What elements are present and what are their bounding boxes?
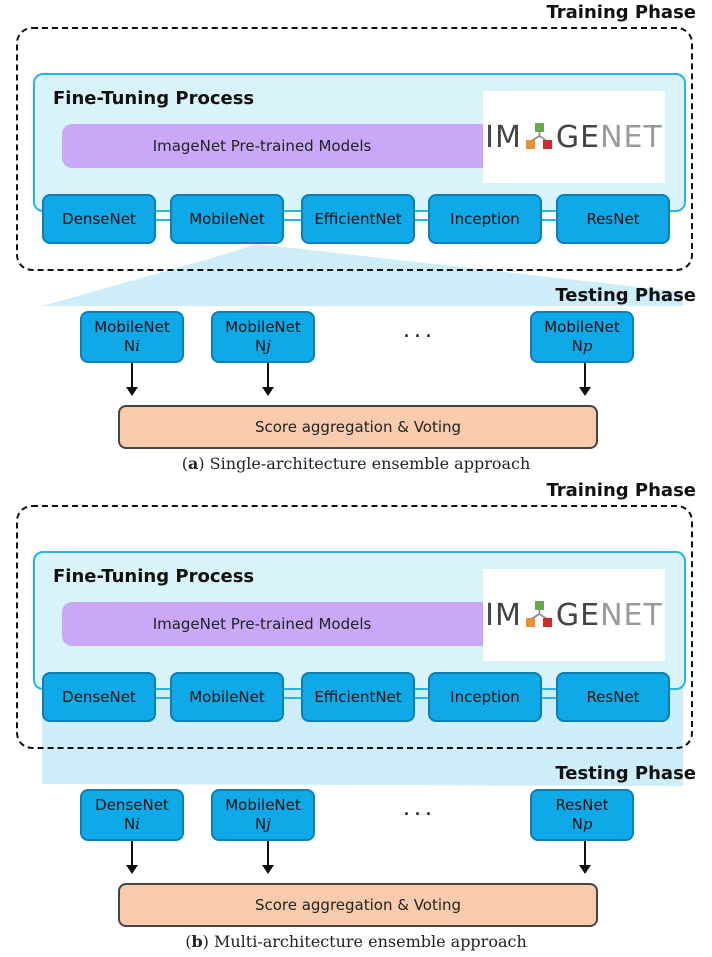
imagenet-logo: IM GE NET bbox=[483, 91, 665, 183]
testing-model-name: MobileNet bbox=[225, 318, 301, 336]
caption-letter: a bbox=[187, 454, 199, 473]
fine-tuning-title: Fine-Tuning Process bbox=[53, 88, 255, 109]
testing-model-name: MobileNet bbox=[544, 318, 620, 336]
testing-model-prefix: N bbox=[123, 337, 136, 355]
testing-model-index: i bbox=[135, 337, 141, 355]
testing-model-index: p bbox=[582, 815, 593, 833]
model-box-densenet: DenseNet bbox=[42, 672, 156, 722]
testing-model-prefix: N bbox=[123, 815, 136, 833]
caption-text: ) Multi-architecture ensemble approach bbox=[202, 932, 527, 951]
testing-model-name: MobileNet bbox=[225, 796, 301, 814]
pretrained-models-bar: ImageNet Pre-trained Models bbox=[62, 602, 502, 646]
model-box-resnet: ResNet bbox=[556, 672, 670, 722]
model-box-efficientnet: EfficientNet bbox=[301, 672, 415, 722]
testing-model-2: MobileNet Nj bbox=[211, 311, 315, 363]
testing-model-name: DenseNet bbox=[95, 796, 169, 814]
testing-model-prefix: N bbox=[255, 337, 267, 355]
training-phase-title: Training Phase bbox=[546, 480, 696, 501]
caption-text: ) Single-architecture ensemble approach bbox=[198, 454, 531, 473]
logo-text-right-dark: GE bbox=[555, 597, 601, 633]
logo-text-right-dark: GE bbox=[555, 119, 601, 155]
imagenet-logo: IM GE NET bbox=[483, 569, 665, 661]
model-box-inception: Inception bbox=[428, 194, 542, 244]
testing-model-2: MobileNet Nj bbox=[211, 789, 315, 841]
testing-phase-title: Testing Phase bbox=[555, 763, 696, 784]
training-phase-box bbox=[16, 505, 693, 749]
fan-highlight bbox=[42, 244, 683, 306]
testing-model-3: MobileNet Np bbox=[530, 311, 634, 363]
imagenet-logo-icon bbox=[525, 601, 552, 627]
ellipsis: ... bbox=[403, 796, 436, 821]
model-box-mobilenet: MobileNet bbox=[170, 194, 284, 244]
logo-text-right-light: NET bbox=[600, 597, 663, 633]
testing-model-index: j bbox=[266, 815, 271, 833]
testing-model-prefix: N bbox=[571, 337, 583, 355]
training-phase-title: Training Phase bbox=[546, 2, 696, 23]
model-box-inception: Inception bbox=[428, 672, 542, 722]
testing-model-1: MobileNet Ni bbox=[80, 311, 184, 363]
testing-model-3: ResNet Np bbox=[530, 789, 634, 841]
testing-model-index: j bbox=[266, 337, 271, 355]
model-box-densenet: DenseNet bbox=[42, 194, 156, 244]
imagenet-logo-icon bbox=[525, 123, 552, 149]
pretrained-models-bar: ImageNet Pre-trained Models bbox=[62, 124, 502, 168]
panel-multi-architecture: Training Phase Fine-Tuning Process Image… bbox=[0, 478, 712, 957]
fine-tuning-title: Fine-Tuning Process bbox=[53, 566, 255, 587]
model-box-efficientnet: EfficientNet bbox=[301, 194, 415, 244]
score-aggregation-bar: Score aggregation & Voting bbox=[118, 405, 598, 449]
model-box-resnet: ResNet bbox=[556, 194, 670, 244]
logo-text-right-light: NET bbox=[600, 119, 663, 155]
testing-model-name: ResNet bbox=[555, 796, 609, 814]
testing-model-prefix: N bbox=[571, 815, 583, 833]
pretrained-models-label: ImageNet Pre-trained Models bbox=[152, 137, 372, 155]
testing-model-index: p bbox=[582, 337, 593, 355]
caption: (b) Multi-architecture ensemble approach bbox=[185, 932, 527, 951]
testing-model-index: i bbox=[135, 815, 141, 833]
caption-letter: b bbox=[191, 932, 203, 951]
testing-model-name: MobileNet bbox=[94, 318, 170, 336]
pretrained-models-label: ImageNet Pre-trained Models bbox=[152, 615, 372, 633]
logo-text-left: IM bbox=[485, 119, 522, 155]
model-box-mobilenet: MobileNet bbox=[170, 672, 284, 722]
logo-text-left: IM bbox=[485, 597, 522, 633]
panel-single-architecture: Training Phase Fine-Tuning Process Image… bbox=[0, 0, 712, 478]
training-phase-box bbox=[16, 27, 693, 271]
testing-model-1: DenseNet Ni bbox=[80, 789, 184, 841]
caption: (a) Single-architecture ensemble approac… bbox=[181, 454, 531, 473]
testing-model-prefix: N bbox=[255, 815, 267, 833]
score-aggregation-bar: Score aggregation & Voting bbox=[118, 883, 598, 927]
testing-phase-title: Testing Phase bbox=[555, 285, 696, 306]
ellipsis: ... bbox=[403, 318, 436, 343]
